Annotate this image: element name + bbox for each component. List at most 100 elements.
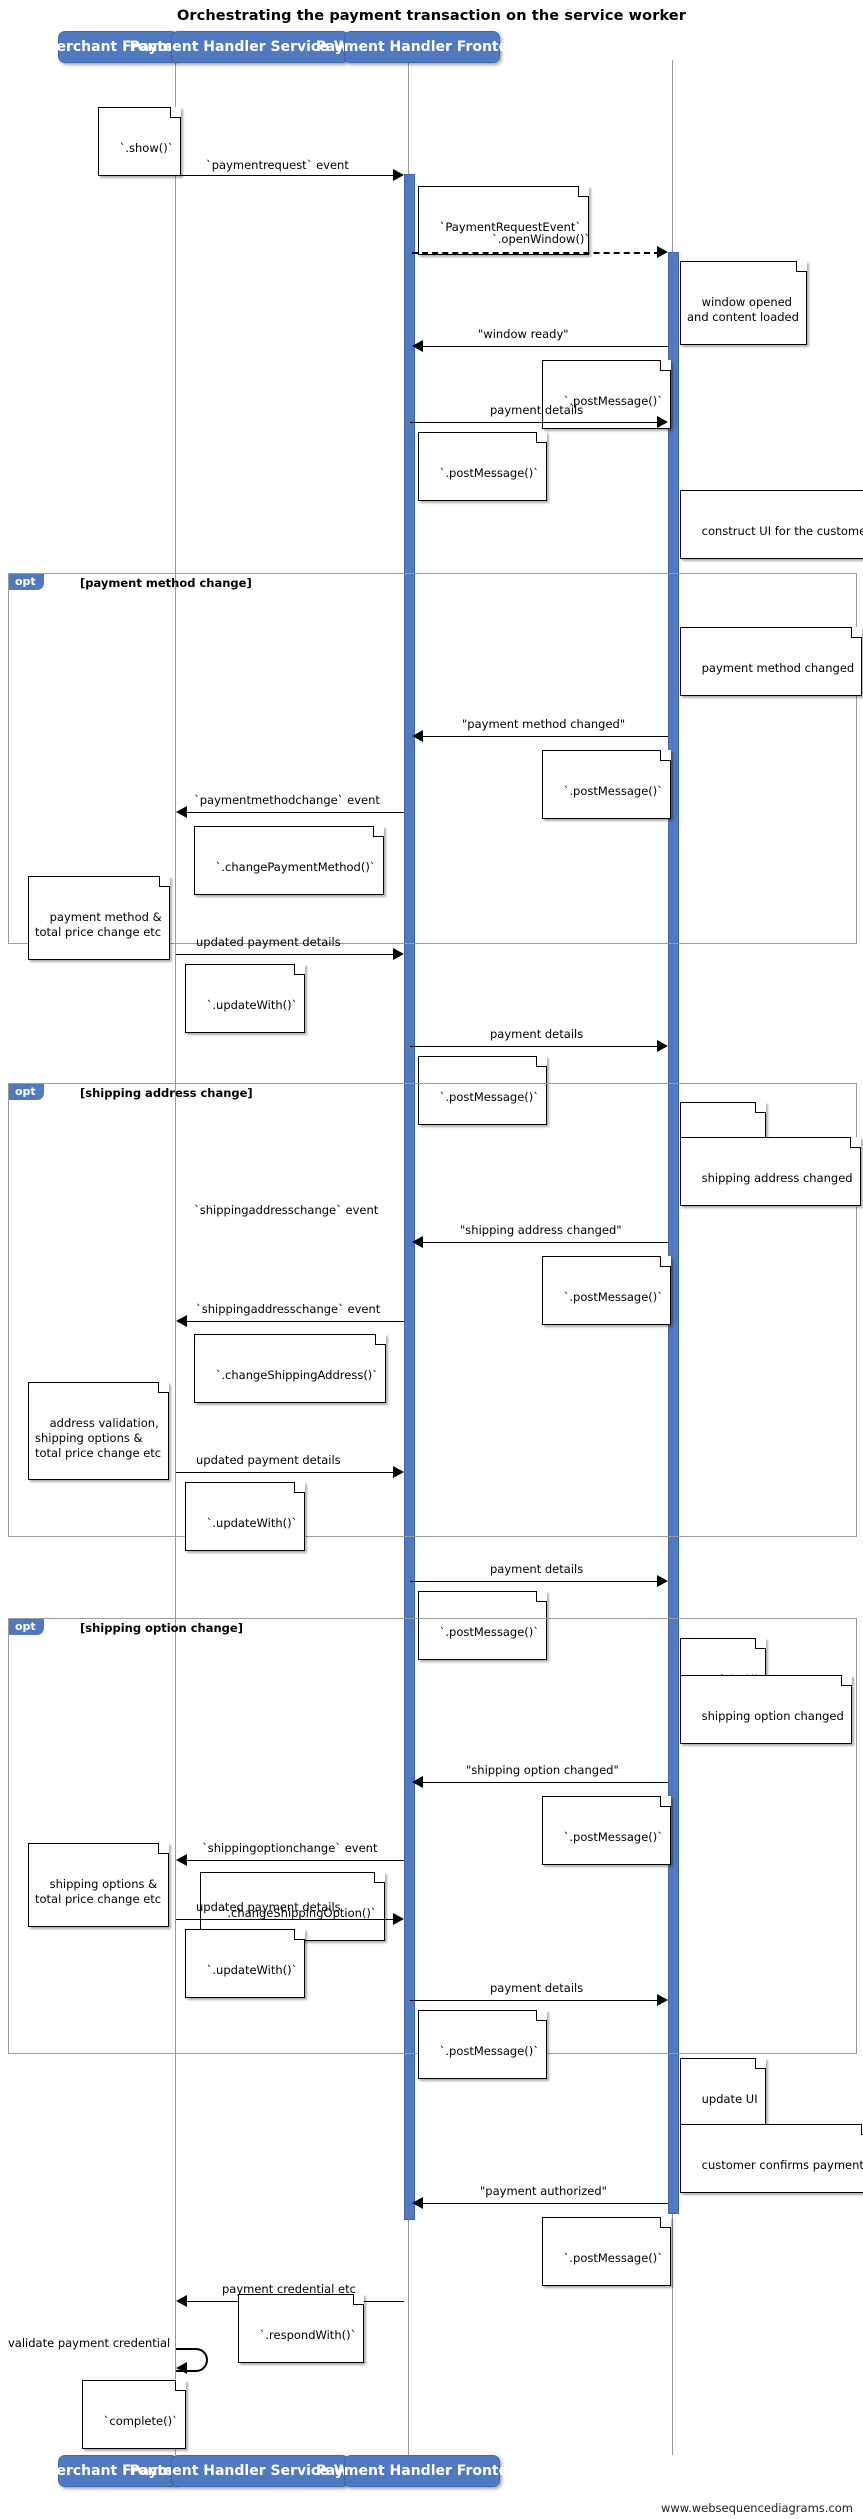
message-label-shippingaddresschange-2: `shippingaddresschange` event <box>196 1302 381 1316</box>
lifeline-merchant <box>175 60 176 2455</box>
actor-label: Payment Handler Service Worker <box>129 39 391 55</box>
message-line-payment-method-changed <box>414 736 668 737</box>
note-fold-icon <box>174 2380 186 2391</box>
actor-merchant-frontend-top[interactable]: Merchant Frontend <box>43 31 193 63</box>
note-fold-icon <box>754 1102 766 1113</box>
note-fold-icon <box>170 107 182 118</box>
note-post-message-2: `.postMessage()` <box>418 432 547 501</box>
note-fold-icon <box>536 2010 547 2021</box>
message-label-updated-payment-details-2: updated payment details <box>196 1453 341 1467</box>
message-arrow-payment-details-4 <box>657 1994 668 2006</box>
note-post-message-1: `.postMessage()` <box>542 360 671 429</box>
note-text: `.changeShippingAddress()` <box>215 1368 379 1383</box>
actor-payment-handler-frontend-top[interactable]: Payment Handler Frontend <box>316 31 528 63</box>
note-fold-icon <box>660 750 671 761</box>
message-label-shippingoptionchange: `shippingoptionchange` event <box>202 1841 378 1855</box>
fragment-label-opt-2: opt <box>9 1084 44 1100</box>
note-respond-with: `.respondWith()` <box>238 2294 365 2363</box>
message-line-paymentmethodchange <box>178 812 404 813</box>
note-fold-icon <box>754 2058 766 2069</box>
message-arrow-validate-payment-credential <box>176 2362 187 2374</box>
note-text: payment method changed <box>701 661 855 676</box>
note-post-message-7: `.postMessage()` <box>542 1796 671 1865</box>
note-post-message-4: `.postMessage()` <box>418 1056 547 1125</box>
message-label-paymentrequest: `paymentrequest` event <box>206 158 349 172</box>
message-label-payment-credential: payment credential etc <box>222 2282 356 2296</box>
message-line-updated-payment-details-3 <box>176 1919 399 1920</box>
actor-label: Payment Handler Service Worker <box>129 2463 391 2479</box>
note-fold-icon <box>578 186 590 197</box>
message-label-payment-details-2: payment details <box>490 1027 584 1041</box>
note-text: construct UI for the customer <box>701 524 863 539</box>
fragment-condition-opt-1: [payment method change] <box>80 576 252 590</box>
note-fold-icon <box>536 432 547 443</box>
message-arrow-shippingaddresschange <box>176 1315 187 1327</box>
note-shipping-options-etc: shipping options & total price change et… <box>28 1843 170 1927</box>
note-text: window opened and content loaded <box>687 295 799 325</box>
note-fold-icon <box>849 1137 861 1148</box>
fragment-condition-opt-3: [shipping option change] <box>80 1621 243 1635</box>
message-line-shippingaddresschange-2 <box>178 1321 404 1322</box>
note-text: `PaymentRequestEvent` <box>439 220 582 235</box>
note-text: `.postMessage()` <box>563 394 663 409</box>
note-fold-icon <box>660 1256 671 1267</box>
note-text: `.postMessage()` <box>439 1090 539 1105</box>
note-text: `.postMessage()` <box>563 784 663 799</box>
message-arrow-payment-details-3 <box>657 1575 668 1587</box>
message-line-updated-payment-details-1 <box>176 954 399 955</box>
message-label-payment-authorized-main: "payment authorized" <box>480 2184 607 2198</box>
fragment-kind: opt <box>15 1085 36 1098</box>
message-line-open-window <box>412 252 660 254</box>
actor-payment-handler-frontend-bottom[interactable]: Payment Handler Frontend <box>316 2455 528 2487</box>
actor-service-worker-top[interactable]: Payment Handler Service Worker <box>130 31 390 63</box>
note-text: `.changePaymentMethod()` <box>215 860 376 875</box>
note-fold-icon <box>373 1872 385 1883</box>
note-text: `.show()` <box>119 141 174 156</box>
note-shipping-option-changed: shipping option changed <box>680 1675 852 1744</box>
message-label-payment-details-3: payment details <box>490 1562 584 1576</box>
message-line-shippingoptionchange <box>178 1860 404 1861</box>
note-payment-method-changed: payment method changed <box>680 627 863 696</box>
fragment-opt-shipping-address-change <box>8 1083 857 1537</box>
message-arrow-payment-credential <box>176 2295 187 2307</box>
note-fold-icon <box>851 627 863 638</box>
note-text: `.postMessage()` <box>563 1290 663 1305</box>
message-arrow-shippingoptionchange <box>176 1854 187 1866</box>
note-post-message-9: `.postMessage()` <box>542 2217 671 2286</box>
message-arrow-payment-details-1 <box>657 416 668 428</box>
note-payment-request-event: `PaymentRequestEvent` <box>418 186 590 255</box>
message-label-validate-payment-credential: validate payment credential <box>8 2336 171 2350</box>
actor-service-worker-bottom[interactable]: Payment Handler Service Worker <box>130 2455 390 2487</box>
note-fold-icon <box>294 964 306 975</box>
note-fold-icon <box>795 261 807 272</box>
note-change-payment-method: `.changePaymentMethod()` <box>194 826 384 895</box>
note-text: `.updateWith()` <box>206 998 298 1013</box>
note-text: `complete()` <box>103 2414 178 2429</box>
fragment-condition-opt-2: [shipping address change] <box>80 1086 253 1100</box>
message-arrow-window-ready <box>412 340 423 352</box>
note-fold-icon <box>294 1929 306 1940</box>
note-fold-icon <box>660 2217 671 2228</box>
note-payment-method-total-price: payment method & total price change etc <box>28 876 170 960</box>
message-line-payment-details-3 <box>410 1581 663 1582</box>
message-label-shippingaddresschange: `shippingaddresschange` event <box>194 1203 379 1217</box>
note-complete: `complete()` <box>82 2380 186 2449</box>
note-update-with-3: `.updateWith()` <box>185 1929 306 1998</box>
note-address-validation: address validation, shipping options & t… <box>28 1382 170 1481</box>
note-text: `.updateWith()` <box>206 1963 298 1978</box>
message-line-shipping-address-changed <box>414 1242 668 1243</box>
note-fold-icon <box>375 1334 387 1345</box>
actor-label: Payment Handler Frontend <box>315 39 529 55</box>
fragment-kind: opt <box>15 575 36 588</box>
note-post-message-5: `.postMessage()` <box>542 1256 671 1325</box>
message-arrow-open-window <box>657 246 668 258</box>
message-arrow-shipping-address-changed <box>412 1236 423 1248</box>
note-fold-icon <box>372 826 384 837</box>
message-label-shipping-address-changed: "shipping address changed" <box>460 1223 622 1237</box>
note-text: shipping address changed <box>701 1171 853 1186</box>
actor-merchant-frontend-bottom[interactable]: Merchant Frontend <box>43 2455 193 2487</box>
note-fold-icon <box>536 1056 547 1067</box>
message-line-payment-details-2 <box>410 1046 663 1047</box>
note-text: `.postMessage()` <box>439 2044 539 2059</box>
